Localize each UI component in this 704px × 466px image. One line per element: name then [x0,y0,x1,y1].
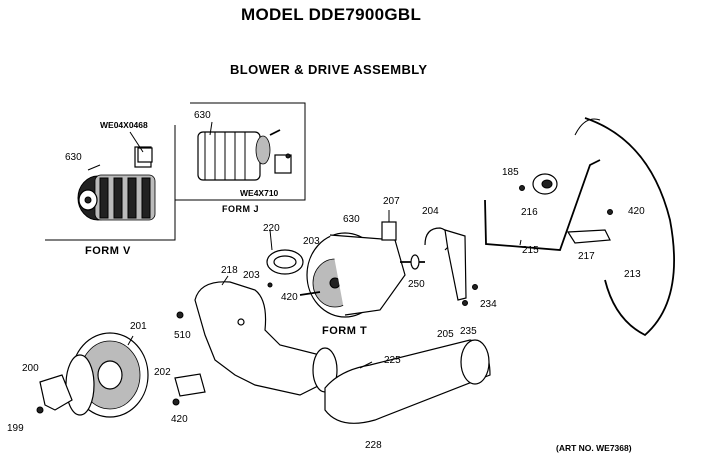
callout-420-a: 420 [628,206,645,217]
screw-510 [176,311,184,319]
form-t-label: FORM T [322,325,368,337]
callout-234: 234 [480,299,497,310]
part-number-form-v: WE04X0468 [100,120,148,130]
idler-arm-215 [484,159,601,251]
switch-form-v [129,131,153,163]
switch-form-j [274,153,292,174]
callout-205: 205 [437,329,454,340]
callout-420-b: 420 [281,292,298,303]
callout-225: 225 [384,355,401,366]
callout-235: 235 [460,326,477,337]
blower-housing [194,275,338,396]
drive-belt-213 [574,117,675,337]
switch-207 [381,210,397,241]
motor-form-t [299,232,425,318]
spring-217 [566,209,613,244]
callout-220: 220 [263,223,280,234]
callout-420-c: 420 [171,414,188,425]
callout-204: 204 [422,206,439,217]
callout-203-b: 203 [243,270,260,281]
assembly-subtitle: BLOWER & DRIVE ASSEMBLY [230,62,428,77]
callout-200: 200 [22,363,39,374]
callout-201: 201 [130,321,147,332]
callout-630-form-t: 630 [343,214,360,225]
callout-207: 207 [383,196,400,207]
callout-217: 217 [578,251,595,262]
blower-wheel [65,332,149,418]
form-box-lines [45,102,306,241]
motor-form-j [197,121,281,181]
form-v-label: FORM V [85,245,131,257]
bracket-202 [172,373,206,406]
form-j-label: FORM J [222,204,260,214]
callout-216: 216 [521,207,538,218]
part-number-form-j: WE4X710 [240,188,279,198]
callout-218: 218 [221,265,238,276]
pulley-216 [519,173,558,195]
callout-228: 228 [365,440,382,451]
art-number: (ART NO. WE7368) [556,443,632,453]
callout-215: 215 [522,245,539,256]
exhaust-duct-228 [324,339,491,424]
motor-bracket-205 [444,229,478,306]
callout-203-a: 203 [303,236,320,247]
callout-199: 199 [7,423,24,434]
callout-213: 213 [624,269,641,280]
callout-630-form-v: 630 [65,152,82,163]
clamp-203 [266,229,304,288]
bracket-200 [36,374,73,414]
callout-510: 510 [174,330,191,341]
model-title: MODEL DDE7900GBL [241,5,422,24]
callout-250: 250 [408,279,425,290]
callout-630-form-j: 630 [194,110,211,121]
callout-202: 202 [154,367,171,378]
callout-185: 185 [502,167,519,178]
